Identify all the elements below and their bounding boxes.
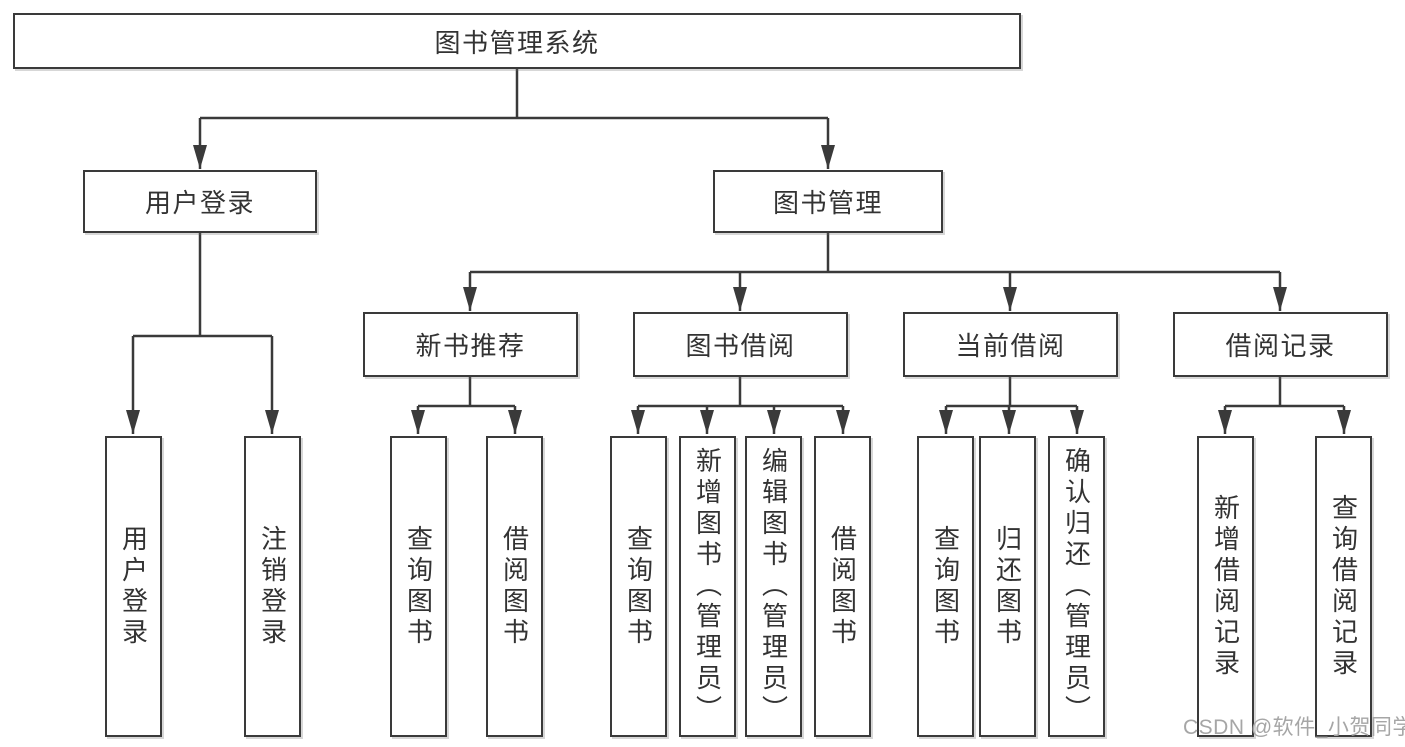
- node-label: 查询图书: [403, 524, 434, 649]
- node-label: 新增图书（管理员）: [692, 447, 723, 726]
- node-label: 查询图书: [930, 524, 961, 649]
- node-label: 注销登录: [257, 524, 288, 649]
- node-label: 新书推荐: [415, 331, 526, 361]
- node-book-management: 图书管理: [713, 170, 943, 233]
- node-label: 用户登录: [144, 188, 255, 218]
- leaf-borrow-books-borrowing: 借阅图书: [814, 436, 871, 737]
- leaf-add-book-admin: 新增图书（管理员）: [679, 436, 736, 737]
- node-label: 归还图书: [992, 524, 1023, 649]
- node-label: 查询图书: [623, 524, 654, 649]
- csdn-watermark: CSDN @软件_小贺同学: [1183, 716, 1405, 739]
- node-label: 确认归还（管理员）: [1061, 447, 1092, 726]
- node-label: 新增借阅记录: [1210, 493, 1241, 680]
- node-label: 用户登录: [118, 524, 149, 649]
- node-borrowing-records: 借阅记录: [1173, 312, 1388, 377]
- node-label: 图书管理系统: [434, 27, 600, 58]
- node-label: 图书借阅: [685, 331, 796, 361]
- leaf-query-borrow-record: 查询借阅记录: [1315, 436, 1372, 737]
- leaf-edit-book-admin: 编辑图书（管理员）: [745, 436, 802, 737]
- node-label: 图书管理: [772, 188, 883, 218]
- leaf-logout: 注销登录: [244, 436, 301, 737]
- tree-edges: [133, 69, 1344, 408]
- leaf-add-borrow-record: 新增借阅记录: [1197, 436, 1254, 737]
- node-library-system-root: 图书管理系统: [13, 13, 1021, 69]
- node-label: 编辑图书（管理员）: [758, 447, 789, 726]
- arrow-edges: [126, 118, 1351, 434]
- node-book-borrowing: 图书借阅: [633, 312, 848, 377]
- node-new-book-recommendation: 新书推荐: [363, 312, 578, 377]
- node-current-borrowing: 当前借阅: [903, 312, 1118, 377]
- leaf-query-books-recommend: 查询图书: [390, 436, 447, 737]
- leaf-return-books: 归还图书: [979, 436, 1036, 737]
- node-label: 借阅图书: [827, 524, 858, 649]
- leaf-query-books-borrowing: 查询图书: [610, 436, 667, 737]
- leaf-user-login: 用户登录: [105, 436, 162, 737]
- leaf-borrow-books-recommend: 借阅图书: [486, 436, 543, 737]
- node-label: 当前借阅: [955, 331, 1066, 361]
- node-label: 借阅图书: [499, 524, 530, 649]
- node-user-login: 用户登录: [83, 170, 317, 233]
- leaf-confirm-return-admin: 确认归还（管理员）: [1048, 436, 1105, 737]
- leaf-query-books-current: 查询图书: [917, 436, 974, 737]
- node-label: 借阅记录: [1225, 331, 1336, 361]
- node-label: 查询借阅记录: [1328, 493, 1359, 680]
